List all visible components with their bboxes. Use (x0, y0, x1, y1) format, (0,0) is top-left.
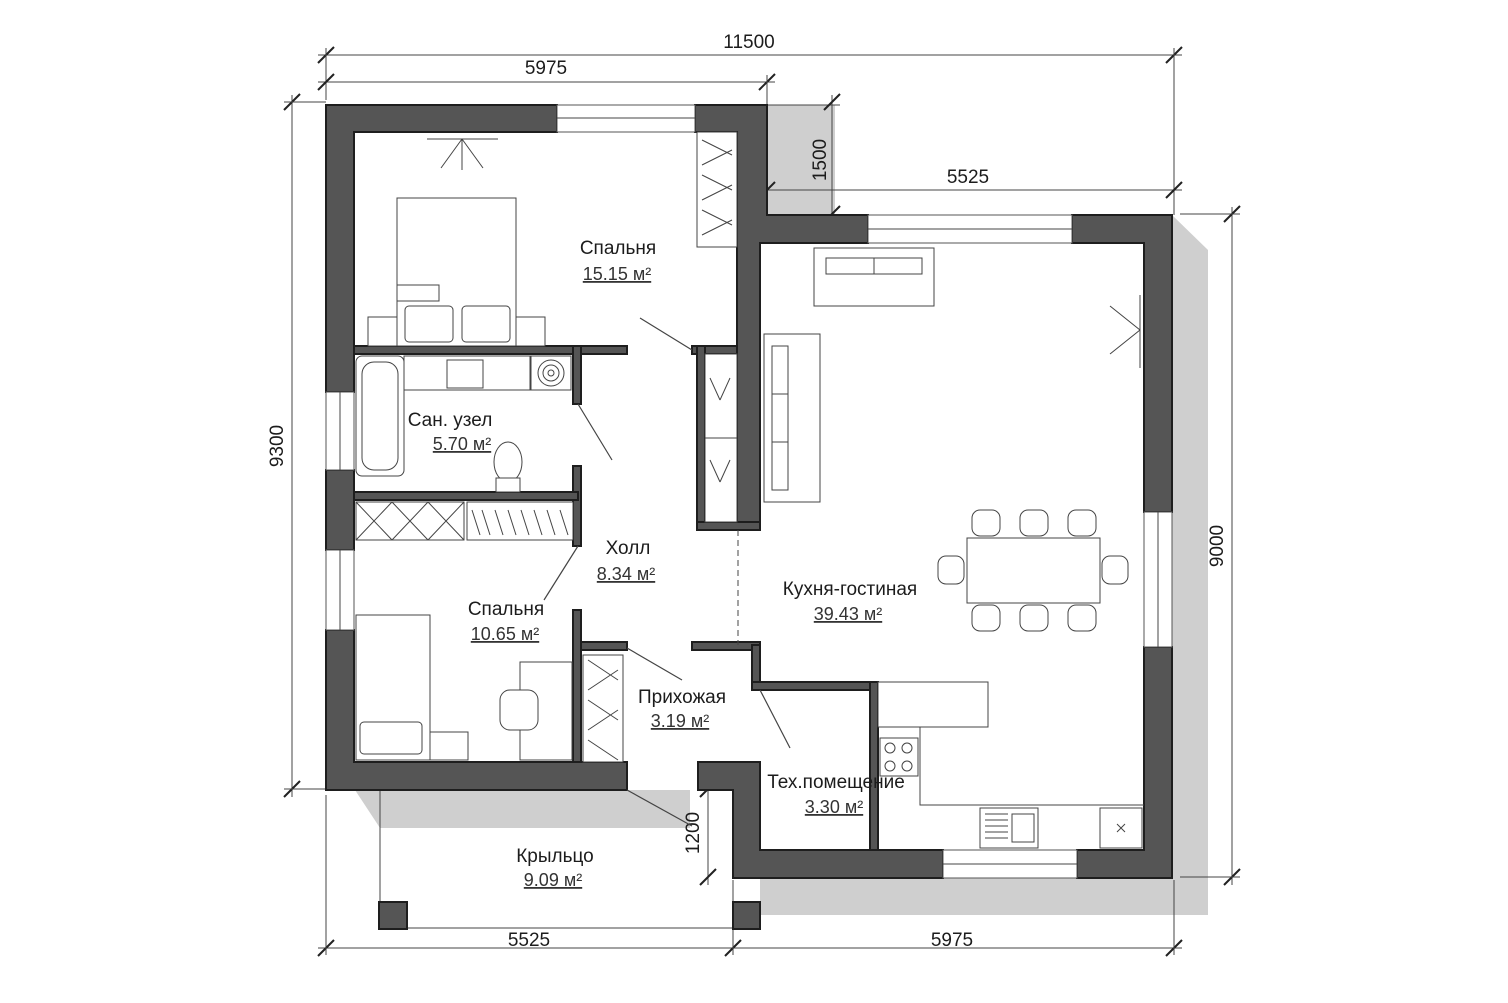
dim-overall-width: 11500 (723, 32, 774, 53)
door-utility (759, 689, 791, 749)
wardrobe-bedroom2 (466, 501, 574, 541)
bedroom2-furniture (355, 501, 624, 763)
wall-left-mid (325, 469, 355, 551)
dim-left-height: 9300 (267, 425, 288, 467)
dining-table (966, 537, 1101, 604)
pillow-icon (404, 305, 454, 343)
porch-column-left (378, 901, 408, 930)
dim-top-right-width: 5525 (947, 167, 989, 188)
cooktop-icon (879, 737, 919, 777)
porch-column-right (732, 901, 761, 930)
room-area-entrance: 3.19 м² (651, 711, 709, 731)
dim-right-height: 9000 (1207, 525, 1228, 567)
door-entrance-inner (626, 647, 683, 681)
windows (325, 104, 1173, 879)
washing-machine (530, 355, 572, 391)
chair-icon (1067, 509, 1097, 537)
shadow-right (1172, 215, 1208, 915)
wall-bedroom-bath (353, 345, 628, 355)
room-area-bathroom: 5.70 м² (433, 434, 491, 454)
shadow-bottom-right (760, 878, 1208, 915)
dim-porch-depth: 1200 (683, 812, 704, 854)
room-area-utility: 3.30 м² (805, 797, 863, 817)
wardrobe-entrance (582, 654, 624, 763)
wall-shadows (355, 105, 1208, 915)
wall-utility-right (869, 681, 879, 851)
room-name-porch: Крыльцо (516, 846, 594, 867)
wall-closet-left (696, 345, 706, 531)
room-name-entrance: Прихожая (638, 687, 726, 708)
shadow-top-notch (768, 105, 835, 215)
sink-icon (446, 359, 484, 389)
dim-bottom-left-width: 5525 (508, 930, 550, 951)
wall-bath-bedroom2 (353, 491, 579, 501)
dimension-lines (283, 46, 1241, 957)
hall-closet (704, 353, 738, 523)
porch (378, 790, 761, 930)
shadow-bottom-left (355, 790, 690, 828)
toilet-icon (493, 441, 523, 483)
chair-icon (1101, 555, 1129, 585)
wall-closet-bottom (696, 521, 761, 531)
wall-hall-entrance-left (580, 641, 628, 651)
wall-right-top (1071, 214, 1173, 513)
room-area-hall: 8.34 м² (597, 564, 655, 584)
door-bedroom1 (639, 317, 693, 351)
dim-top-left-width: 5975 (525, 58, 567, 79)
doors (543, 317, 791, 827)
exterior-walls (325, 104, 1173, 879)
chair-icon (971, 509, 1001, 537)
room-name-utility: Тех.помещение (767, 772, 905, 793)
room-name-bedroom1: Спальня (580, 238, 656, 259)
room-name-kitchen-living: Кухня-гостиная (783, 579, 917, 600)
bathroom-furniture (355, 355, 572, 493)
dimension-labels: 11500 5975 5525 1500 9300 9000 1200 5525… (267, 32, 1228, 951)
chair-icon (971, 604, 1001, 632)
chair-icon (1019, 604, 1049, 632)
chair-icon (937, 555, 965, 585)
dim-bottom-right-width: 5975 (931, 930, 973, 951)
wall-bedroom2-hall (572, 609, 582, 763)
room-area-porch: 9.09 м² (524, 870, 582, 890)
room-name-bathroom: Сан. узел (408, 410, 493, 431)
sofa-top (813, 247, 935, 307)
chair-icon (1019, 509, 1049, 537)
room-area-bedroom2: 10.65 м² (471, 624, 539, 644)
dim-offset-top: 1500 (810, 139, 831, 181)
chair-icon (1067, 604, 1097, 632)
wall-hall-entrance-right (691, 641, 761, 651)
wall-bath-hall-top (572, 345, 582, 405)
pillow-icon (461, 305, 511, 343)
interior-walls (353, 345, 879, 851)
wall-bath-hall-bottom (572, 465, 582, 547)
room-area-bedroom1: 15.15 м² (583, 264, 651, 284)
room-area-kitchen-living: 39.43 м² (814, 604, 882, 624)
kitchen-island (877, 681, 989, 728)
door-bedroom2 (543, 545, 579, 601)
door-bathroom (577, 403, 613, 461)
living-furniture (763, 247, 1144, 849)
room-name-hall: Холл (606, 538, 651, 559)
room-name-bedroom2: Спальня (468, 599, 544, 620)
bedroom1-furniture (367, 131, 738, 347)
room-labels: Спальня 15.15 м² Сан. узел 5.70 м² Холл … (408, 238, 918, 890)
wall-utility-top (751, 681, 879, 691)
chair-icon (499, 689, 539, 731)
door-front (626, 789, 693, 827)
pillow-icon (359, 721, 423, 755)
